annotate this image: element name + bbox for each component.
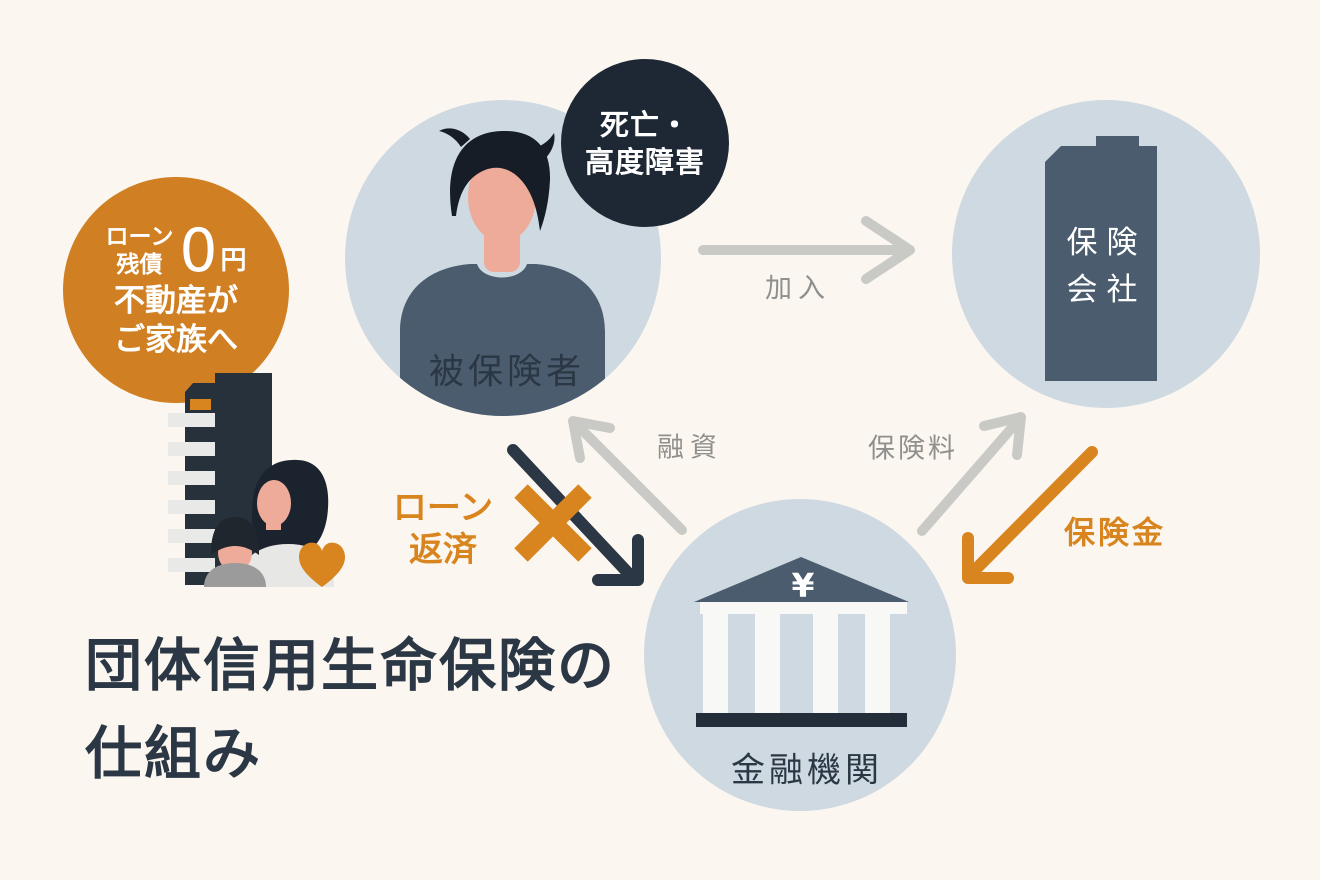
heart-icon — [299, 542, 345, 587]
blocked-x-icon — [514, 484, 592, 562]
payout-label: 保険金 — [1064, 515, 1166, 552]
benefit-line3: ご家族へ — [114, 322, 238, 358]
benefit-unit: 円 — [220, 245, 247, 276]
financing-arrow — [568, 416, 687, 535]
diagram-title-line2: 仕組み — [85, 721, 262, 787]
benefit-loan-label: ローン — [105, 224, 174, 250]
diagram-title: 団体信用生命保険の 仕組み — [85, 622, 616, 798]
repayment-label: ローン 返済 — [392, 488, 494, 570]
family-home-illustration — [168, 373, 345, 587]
enrollment-label: 加入 — [765, 273, 831, 305]
child-figure — [204, 517, 266, 587]
office-building-icon — [1045, 136, 1157, 381]
event-badge-label: 死亡・ 高度障害 — [584, 108, 706, 179]
benefit-balance-label: 残債 — [116, 252, 163, 278]
diagram-title-line1: 団体信用生命保険の — [85, 633, 616, 699]
event-badge-circle — [561, 59, 729, 227]
insured-label: 被保険者 — [428, 352, 586, 393]
building-windows — [168, 413, 215, 572]
benefit-amount: 0 — [179, 216, 218, 286]
financing-label: 融資 — [657, 432, 723, 464]
payout-arrow — [962, 446, 1098, 584]
enrollment-arrow — [698, 216, 915, 284]
insurer-label: 保険 会社 — [1066, 225, 1147, 308]
benefit-circle — [63, 177, 289, 403]
benefit-line2: 不動産が — [114, 283, 238, 319]
benefit-badge-text: ローン 残債 0 円 不動産が ご家族へ — [61, 221, 291, 359]
bank-label: 金融機関 — [731, 750, 883, 791]
insurer-node — [952, 100, 1260, 408]
bank-icon — [694, 557, 909, 727]
bank-node — [644, 499, 956, 811]
bank-circle — [644, 499, 956, 811]
premium-arrow — [917, 412, 1026, 536]
building-orange-window — [190, 399, 211, 410]
premium-label: 保険料 — [868, 433, 958, 465]
yen-icon: ¥ — [791, 565, 815, 605]
person-avatar-icon — [400, 128, 605, 416]
